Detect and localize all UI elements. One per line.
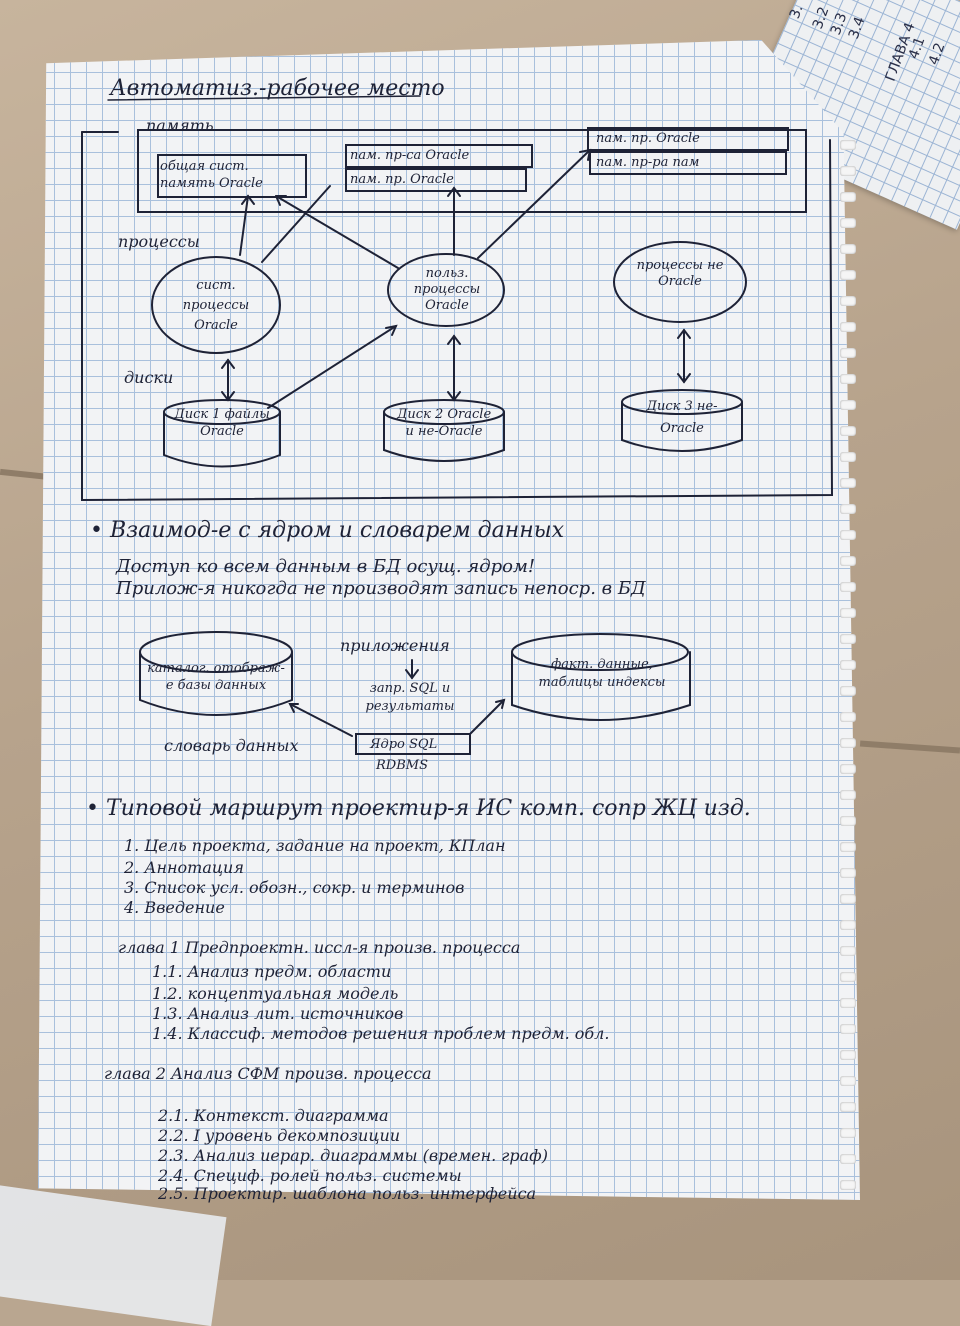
diagram-frame: [81, 131, 834, 502]
process-ellipse: [613, 241, 747, 323]
data-label: факт. данные, таблицы индексы: [538, 657, 666, 690]
processes-label: процессы: [118, 232, 200, 251]
memory-box: [157, 154, 307, 198]
disk-node-label: Диск 2 Oracle и не-Oracle: [396, 407, 492, 439]
list-item: 2.1. Контекст. диаграмма: [158, 1106, 389, 1125]
process-node-label: процессы не Oracle: [636, 258, 724, 289]
process-ellipse: [387, 253, 505, 327]
list-item: 2.3. Анализ иерар. диаграммы (времен. гр…: [158, 1146, 548, 1165]
memory-box-label: пам. пр. Oracle: [596, 131, 700, 146]
memory-box-label: пам. пр-са Oracle: [350, 148, 470, 163]
memory-box-label: общая сист. память Oracle: [160, 159, 263, 191]
ink-diagram: [81, 95, 834, 755]
diagram-title: Автоматиз.-рабочее место: [110, 76, 445, 101]
list-item: 1.2. концептуальная модель: [152, 984, 399, 1003]
list-item: 4. Введение: [124, 898, 225, 917]
disk-cylinder: [621, 401, 743, 452]
request-label: запр. SQL и результаты: [365, 681, 455, 714]
process-ellipse: [151, 256, 281, 354]
section-heading: • Типовой маршрут проектир-я ИС комп. со…: [86, 796, 751, 821]
kernel-box: [355, 733, 471, 755]
list-item: 2. Аннотация: [124, 858, 244, 877]
notebook-sheet: [38, 40, 860, 1200]
memory-box: [345, 144, 533, 168]
process-node-label: сист. процессы Oracle: [182, 278, 250, 333]
chapter-heading: глава 2 Анализ СФМ произв. процесса: [104, 1064, 432, 1083]
process-node-label: польз. процессы Oracle: [413, 266, 481, 313]
memory-box: [345, 168, 527, 192]
list-item: 2.4. Специф. ролей польз. системы: [158, 1166, 462, 1185]
dictionary-label: словарь данных: [164, 736, 299, 755]
catalog-cylinder: [139, 651, 293, 716]
section-text: Прилож-я никогда не производят запись не…: [116, 578, 646, 599]
memory-box-label: пам. пр-ра пам: [596, 155, 700, 170]
disk-node-label: Диск 1 файлы Oracle: [174, 407, 270, 439]
list-item: 1.1. Анализ предм. области: [152, 962, 392, 981]
disk-node-label: Диск 3 не-Oracle: [646, 399, 718, 436]
disk-cylinder: [383, 411, 505, 462]
spiral-holes: [840, 140, 860, 1200]
memory-label: память: [146, 116, 214, 135]
section-heading: • Взаимод-е с ядром и словарем данных: [90, 518, 565, 543]
list-item: 1.3. Анализ лит. источников: [152, 1004, 404, 1023]
rdbms-label: RDBMS: [376, 758, 428, 773]
list-item: 1. Цель проекта, задание на проект, КПла…: [124, 836, 506, 855]
list-item: 2.5. Проектир. шаблона польз. интерфейса: [158, 1184, 537, 1203]
section-text: Доступ ко всем данным в БД осущ. ядром!: [116, 556, 536, 577]
chapter-heading: глава 1 Предпроектн. иссл-я произв. проц…: [118, 938, 521, 957]
catalog-label: каталог. отображ-е базы данных: [147, 661, 285, 693]
disks-label: диски: [124, 368, 174, 387]
disk-cylinder: [163, 411, 281, 468]
memory-box: [587, 127, 789, 151]
data-cylinder: [511, 651, 691, 721]
list-item: 3. Список усл. обозн., сокр. и терминов: [124, 878, 465, 897]
memory-box: [589, 151, 787, 175]
list-item: 2.2. I уровень декомпозиции: [158, 1126, 401, 1145]
memory-region: [137, 129, 807, 213]
kernel-label: Ядро SQL: [370, 737, 438, 752]
applications-label: приложения: [340, 636, 450, 655]
memory-box-label: пам. пр. Oracle: [350, 172, 454, 187]
list-item: 1.4. Классиф. методов решения проблем пр…: [152, 1024, 610, 1043]
